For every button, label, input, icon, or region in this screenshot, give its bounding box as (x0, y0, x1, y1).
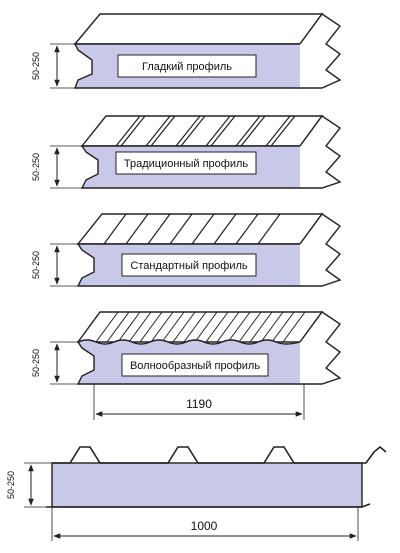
panel-label: Гладкий профиль (142, 61, 232, 73)
panel-label-box (121, 353, 269, 377)
panel-standard-ribs (103, 213, 281, 245)
panel-label-box (115, 151, 257, 175)
panel-label: Волнообразный профиль (130, 360, 260, 372)
panel-traditional: Традиционный профиль 50-250 (31, 115, 342, 189)
roof-panel: 50-250 1000 (6, 445, 387, 541)
panel-wavy-ribs (95, 311, 306, 343)
panel-label-box (121, 253, 257, 277)
roof-panel-top-skin (52, 445, 387, 464)
panel-standard: Стандартный профиль 50-250 (31, 213, 342, 287)
panel-smooth-side (299, 13, 342, 89)
panel-smooth-top-face (73, 13, 324, 45)
panel-wavy: Волнообразный профиль 50-250 1190 (31, 311, 342, 420)
roof-panel-core (51, 462, 363, 508)
width-label: 1000 (191, 519, 218, 533)
width-label: 1190 (186, 397, 212, 411)
thickness-label: 50-250 (31, 153, 41, 181)
thickness-label: 50-250 (31, 251, 41, 279)
thickness-label: 50-250 (6, 471, 16, 499)
panel-standard-side (299, 213, 342, 287)
panel-label: Стандартный профиль (130, 260, 247, 272)
panel-traditional-side (299, 115, 342, 189)
thickness-label: 50-250 (31, 52, 41, 80)
panel-label-box (117, 54, 257, 78)
thickness-label: 50-250 (31, 349, 41, 377)
roof-panel-bottom-skin (46, 503, 371, 508)
panel-smooth: Гладкий профиль 50-250 (31, 13, 342, 89)
panel-traditional-ribs (115, 115, 296, 147)
panel-label: Традиционный профиль (124, 158, 249, 170)
panel-wavy-side (299, 311, 342, 385)
